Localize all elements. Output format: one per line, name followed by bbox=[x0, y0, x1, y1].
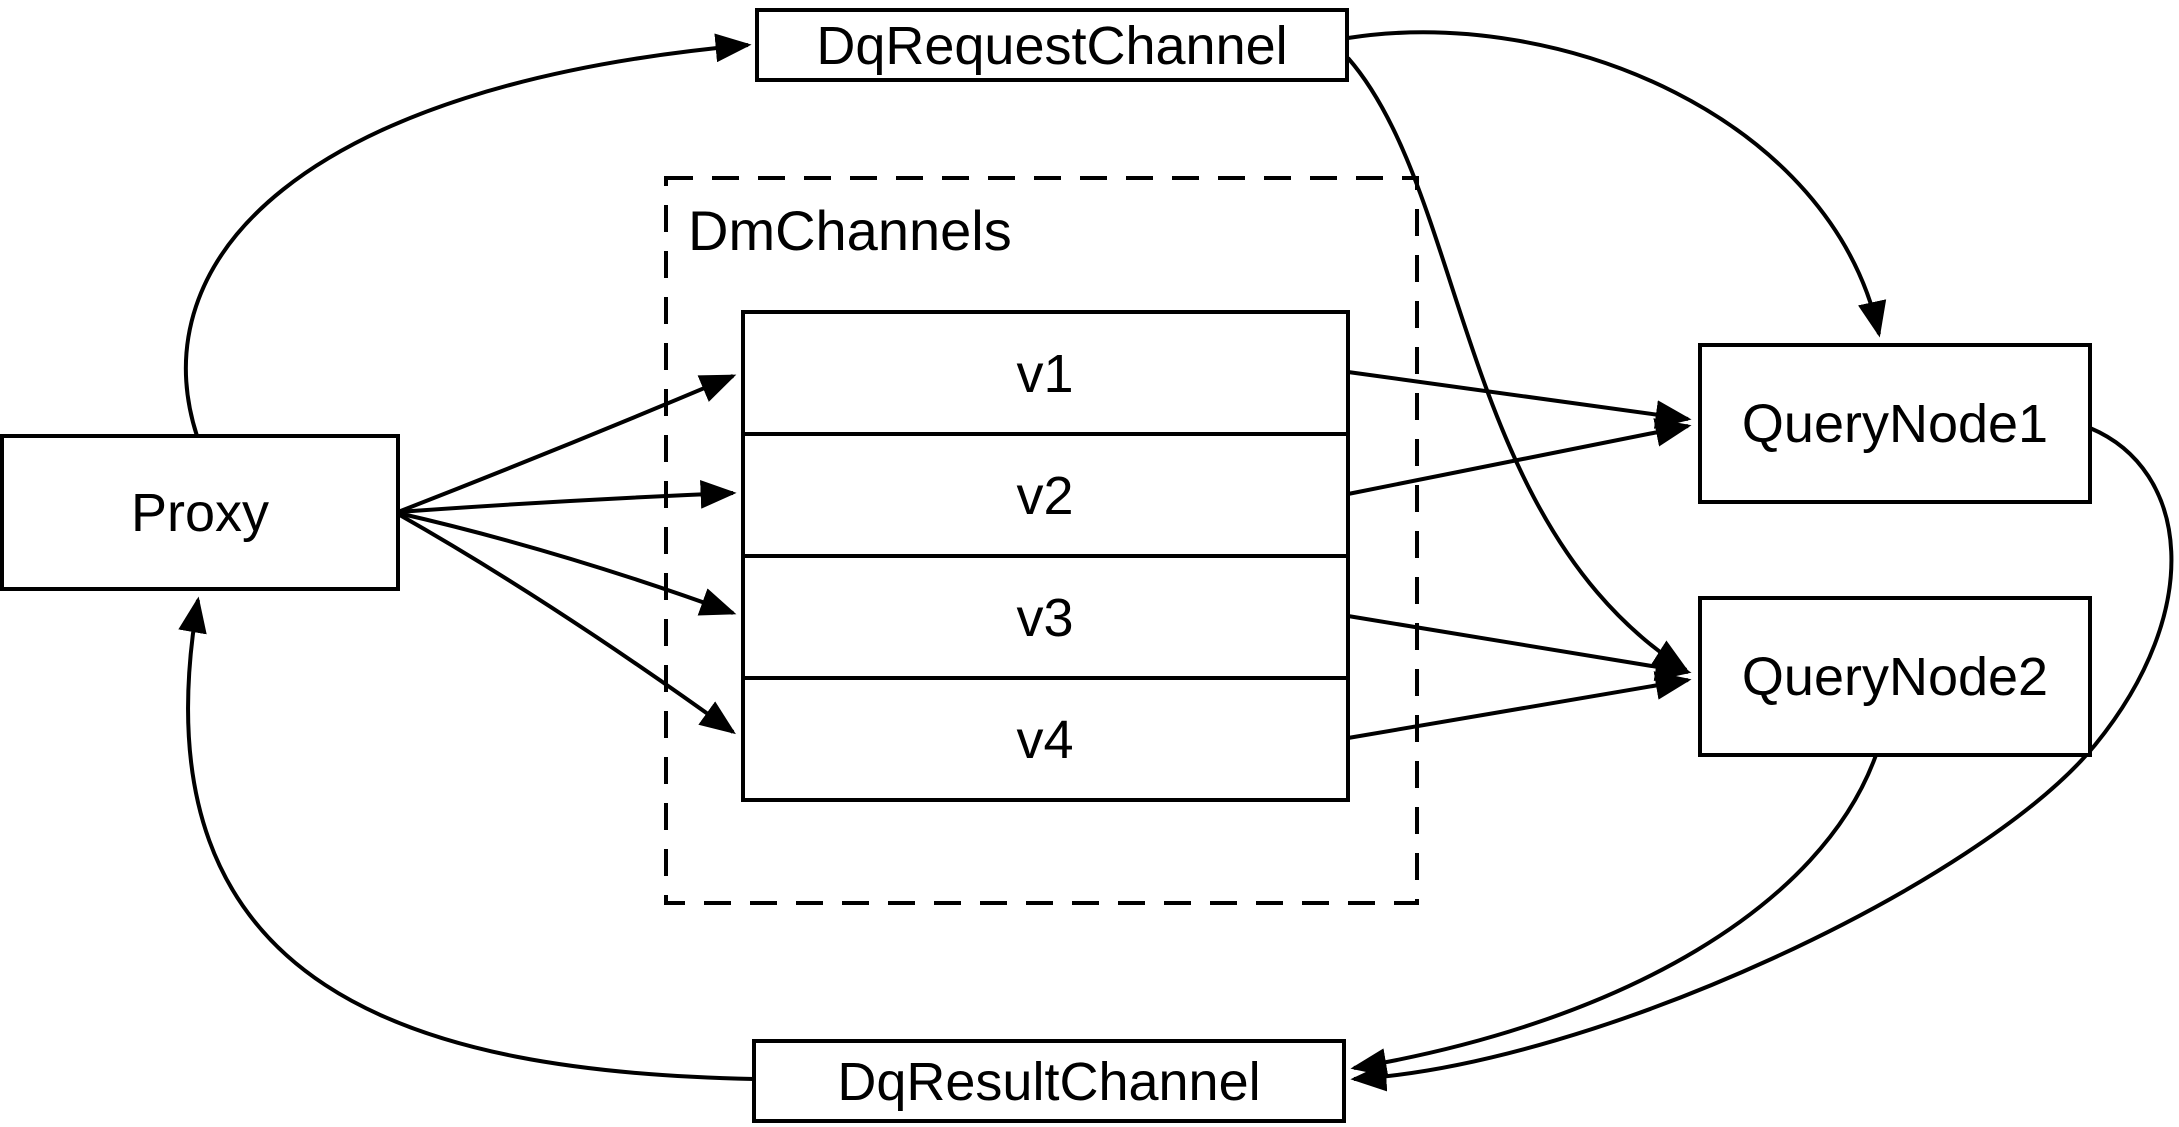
proxy-label: Proxy bbox=[131, 483, 269, 543]
node-dq-request-channel: DqRequestChannel bbox=[755, 8, 1349, 82]
edge-proxy-to-v3 bbox=[397, 511, 737, 616]
edge-query-node-1-to-dq-result-channel bbox=[1350, 426, 2174, 1092]
node-dq-result-channel: DqResultChannel bbox=[752, 1039, 1346, 1123]
edge-dq-request-channel-to-query-node-2 bbox=[1346, 56, 1690, 672]
query-node-2-box bbox=[1698, 596, 2092, 757]
edge-dq-request-channel-to-query-node-1 bbox=[1347, 30, 1887, 338]
query-node-1-box bbox=[1698, 343, 2092, 504]
edge-v2-to-query-node-1 bbox=[1347, 418, 1692, 496]
edge-proxy-to-dq-request-channel bbox=[183, 33, 752, 437]
dq-request-channel-label: DqRequestChannel bbox=[816, 16, 1287, 76]
channel-v3-label: v3 bbox=[1016, 588, 1073, 648]
edge-proxy-to-v4 bbox=[397, 512, 736, 735]
node-query-node-2: QueryNode2 bbox=[1698, 596, 2092, 757]
channel-v2-label: v2 bbox=[1016, 466, 1073, 526]
dq-result-channel-box bbox=[752, 1039, 1346, 1123]
proxy-box bbox=[0, 434, 400, 591]
channel-v4-label: v4 bbox=[1016, 710, 1073, 770]
dm-channels-group: DmChannels v1 v2 v3 v4 bbox=[664, 176, 1419, 905]
dq-request-channel-box bbox=[755, 8, 1349, 82]
edge-dq-result-channel-to-proxy bbox=[178, 596, 755, 1081]
dm-channels-label: DmChannels bbox=[688, 199, 1012, 262]
query-node-2-label: QueryNode2 bbox=[1742, 647, 2048, 707]
edge-proxy-to-v2 bbox=[397, 479, 737, 514]
edges-layer bbox=[178, 30, 2174, 1092]
edge-v1-to-query-node-1 bbox=[1347, 370, 1692, 429]
edge-v3-to-query-node-2 bbox=[1347, 614, 1692, 681]
edge-v4-to-query-node-2 bbox=[1347, 671, 1692, 740]
channel-v1-label: v1 bbox=[1016, 344, 1073, 404]
edge-query-node-2-to-dq-result-channel bbox=[1350, 754, 1878, 1077]
dq-result-channel-label: DqResultChannel bbox=[837, 1052, 1260, 1112]
node-proxy: Proxy bbox=[0, 434, 400, 591]
node-query-node-1: QueryNode1 bbox=[1698, 343, 2092, 504]
dm-channels-container bbox=[664, 176, 1419, 905]
query-node-1-label: QueryNode1 bbox=[1742, 394, 2048, 454]
edge-proxy-to-v1 bbox=[397, 374, 737, 514]
